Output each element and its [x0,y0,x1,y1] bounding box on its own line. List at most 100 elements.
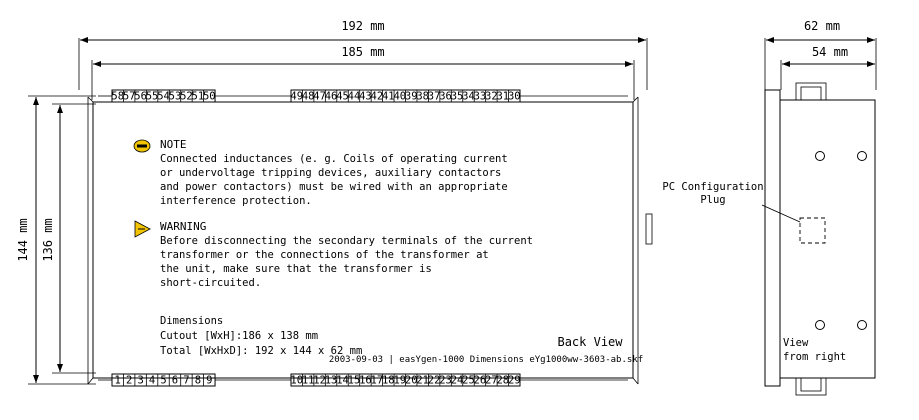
height-dimension-outer: 144 mm [16,95,96,385]
terminal-label: 5 [160,375,166,387]
note-block: NOTE Connected inductances (e. g. Coils … [133,138,508,207]
top-clamp [795,82,827,101]
outer-width-label: 192 mm [341,19,384,33]
terminal-label: 21 [416,375,429,387]
terminal-label: 12 [313,375,326,387]
height-dimension-inner: 136 mm [41,103,96,374]
terminal-label: 22 [428,375,441,387]
terminal-label: 45 [336,91,349,103]
dimensions-block: Dimensions Cutout [WxH]:186 x 138 mm Tot… [160,315,362,357]
warning-line: the unit, make sure that the transformer… [160,263,432,275]
screw-hole [815,151,825,161]
terminal-label: 46 [325,91,338,103]
terminal-label: 4 [149,375,155,387]
side-housing [779,99,876,379]
terminal-label: 39 [405,91,418,103]
side-view: 62 mm 54 mm View from right [764,19,877,396]
terminal-label: 52 [180,91,193,103]
terminal-label: 50 [203,91,216,103]
terminal-label: 25 [462,375,475,387]
pc-plug-leader-line [761,204,801,223]
screw-hole [815,320,825,330]
terminal-label: 54 [157,91,170,103]
note-line: and power contactors) must be wired with… [160,181,508,193]
terminal-label: 42 [371,91,384,103]
terminal-label: 28 [496,375,509,387]
screw-hole [857,320,867,330]
note-title: NOTE [160,138,187,151]
terminal-label: 53 [169,91,182,103]
terminal-label: 33 [474,91,487,103]
terminal-label: 49 [290,91,303,103]
terminal-label: 31 [496,91,509,103]
terminal-label: 8 [195,375,201,387]
inner-width-label: 185 mm [341,45,384,59]
terminal-label: 40 [393,91,406,103]
terminal-label: 23 [439,375,452,387]
terminal-label: 2 [126,375,132,387]
terminal-label: 51 [192,91,205,103]
terminal-label: 13 [325,375,338,387]
terminal-label: 6 [172,375,178,387]
terminal-label: 57 [123,91,136,103]
terminal-label: 1 [115,375,121,387]
terminal-label: 3 [137,375,143,387]
terminal-label: 19 [393,375,406,387]
terminal-label: 24 [451,375,464,387]
terminal-label: 56 [134,91,147,103]
note-line: or undervoltage tripping devices, auxili… [160,167,501,179]
terminal-label: 44 [348,91,361,103]
pc-plug-hidden-outline [799,217,826,244]
terminal-label: 32 [485,91,498,103]
dimensions-title: Dimensions [160,315,223,327]
drawing-caption: 2003-09-03 | easYgen-1000 Dimensions eYg… [329,355,643,365]
terminal-label: 30 [508,91,521,103]
terminal-label: 17 [371,375,384,387]
terminal-label: 38 [416,91,429,103]
terminal-label: 18 [382,375,395,387]
terminal-label: 55 [146,91,159,103]
width-dimension-inner: 185 mm [91,45,635,100]
terminal-label: 41 [382,91,395,103]
terminal-label: 47 [313,91,326,103]
inner-height-label: 136 mm [41,218,55,261]
warning-line: short-circuited. [160,277,261,289]
front-bezel [764,89,781,387]
warning-title: WARNING [160,220,206,233]
terminal-label: 43 [359,91,372,103]
terminal-label: 27 [485,375,498,387]
terminal-label: 20 [405,375,418,387]
terminal-label: 15 [348,375,361,387]
terminal-label: 34 [462,91,475,103]
total-dimensions: Total [WxHxD]: 192 x 144 x 62 mm [160,345,362,357]
note-line: Connected inductances (e. g. Coils of op… [160,153,508,165]
terminal-label: 36 [439,91,452,103]
terminal-label: 48 [302,91,315,103]
warning-line: transformer or the connections of the tr… [160,249,489,261]
side-inner-depth-label: 54 mm [812,45,848,59]
warning-line: Before disconnecting the secondary termi… [160,235,533,247]
terminal-label: 29 [508,375,521,387]
screw-hole [857,151,867,161]
terminal-label: 58 [111,91,124,103]
pc-plug-label-line1: PC Configuration [662,181,763,193]
bottom-clamp [795,377,827,396]
terminal-label: 16 [359,375,372,387]
terminal-label: 14 [336,375,349,387]
note-line: interference protection. [160,195,312,207]
terminal-label: 35 [451,91,464,103]
side-outer-depth-label: 62 mm [804,19,840,33]
view-from-right-line1: View [783,337,809,349]
terminal-label: 26 [474,375,487,387]
back-view-label: Back View [557,335,623,349]
terminal-label: 9 [206,375,212,387]
cutout-dimensions: Cutout [WxH]:186 x 138 mm [160,330,318,342]
pc-plug-label-line2: Plug [700,194,725,206]
pc-plug-edge [645,213,653,245]
terminal-label: 10 [290,375,303,387]
width-dimension-outer: 192 mm [78,19,648,90]
view-from-right-line2: from right [783,351,846,363]
outer-height-label: 144 mm [16,218,30,261]
